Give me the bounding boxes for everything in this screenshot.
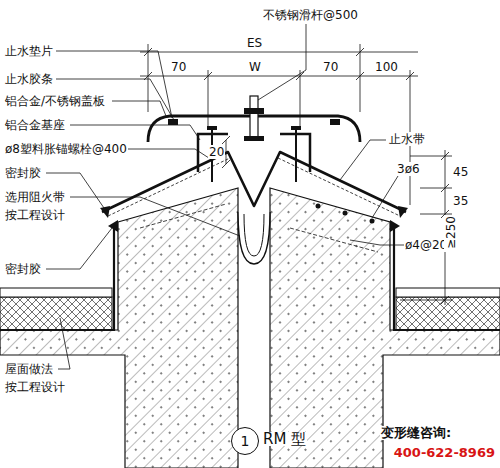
part-label: 止水胶条 bbox=[4, 72, 54, 86]
part-note: 按工程设计 bbox=[4, 380, 66, 394]
rebar-label: 3ø6 bbox=[396, 162, 421, 176]
part-label: 选用阻火带 bbox=[4, 190, 66, 204]
dimension-text: ≥250 bbox=[444, 215, 458, 250]
part-label: 铝合金基座 bbox=[4, 118, 66, 132]
part-label: 密封胶 bbox=[4, 166, 42, 180]
watermark: 变形缝咨询: bbox=[380, 426, 452, 440]
watermark: 400-622-8969 bbox=[393, 446, 496, 460]
dimension-text: 45 bbox=[452, 165, 469, 179]
part-label: 密封胶 bbox=[4, 262, 42, 276]
figure-number: 1 bbox=[241, 434, 250, 448]
dimension-text: ES bbox=[246, 36, 263, 50]
dimension-text: 70 bbox=[170, 60, 187, 74]
part-label: 屋面做法 bbox=[4, 362, 54, 376]
part-label: 止水带 bbox=[388, 132, 426, 146]
dimension-text: 35 bbox=[452, 194, 469, 208]
part-label: ø8塑料胀锚螺栓@400 bbox=[4, 142, 128, 156]
part-label: 铝合金/不锈钢盖板 bbox=[4, 94, 106, 108]
figure-number-circle: 1 bbox=[231, 427, 259, 455]
dimension-text: 100 bbox=[374, 60, 399, 74]
dimension-text: 20 bbox=[208, 145, 225, 159]
dimension-text: 70 bbox=[322, 60, 339, 74]
part-note: 按工程设计 bbox=[4, 208, 66, 222]
figure-caption: RM 型 bbox=[262, 432, 307, 446]
dimension-text: W bbox=[248, 60, 262, 74]
part-label: 止水垫片 bbox=[4, 44, 54, 58]
part-label: 不锈钢滑杆@500 bbox=[262, 8, 359, 22]
